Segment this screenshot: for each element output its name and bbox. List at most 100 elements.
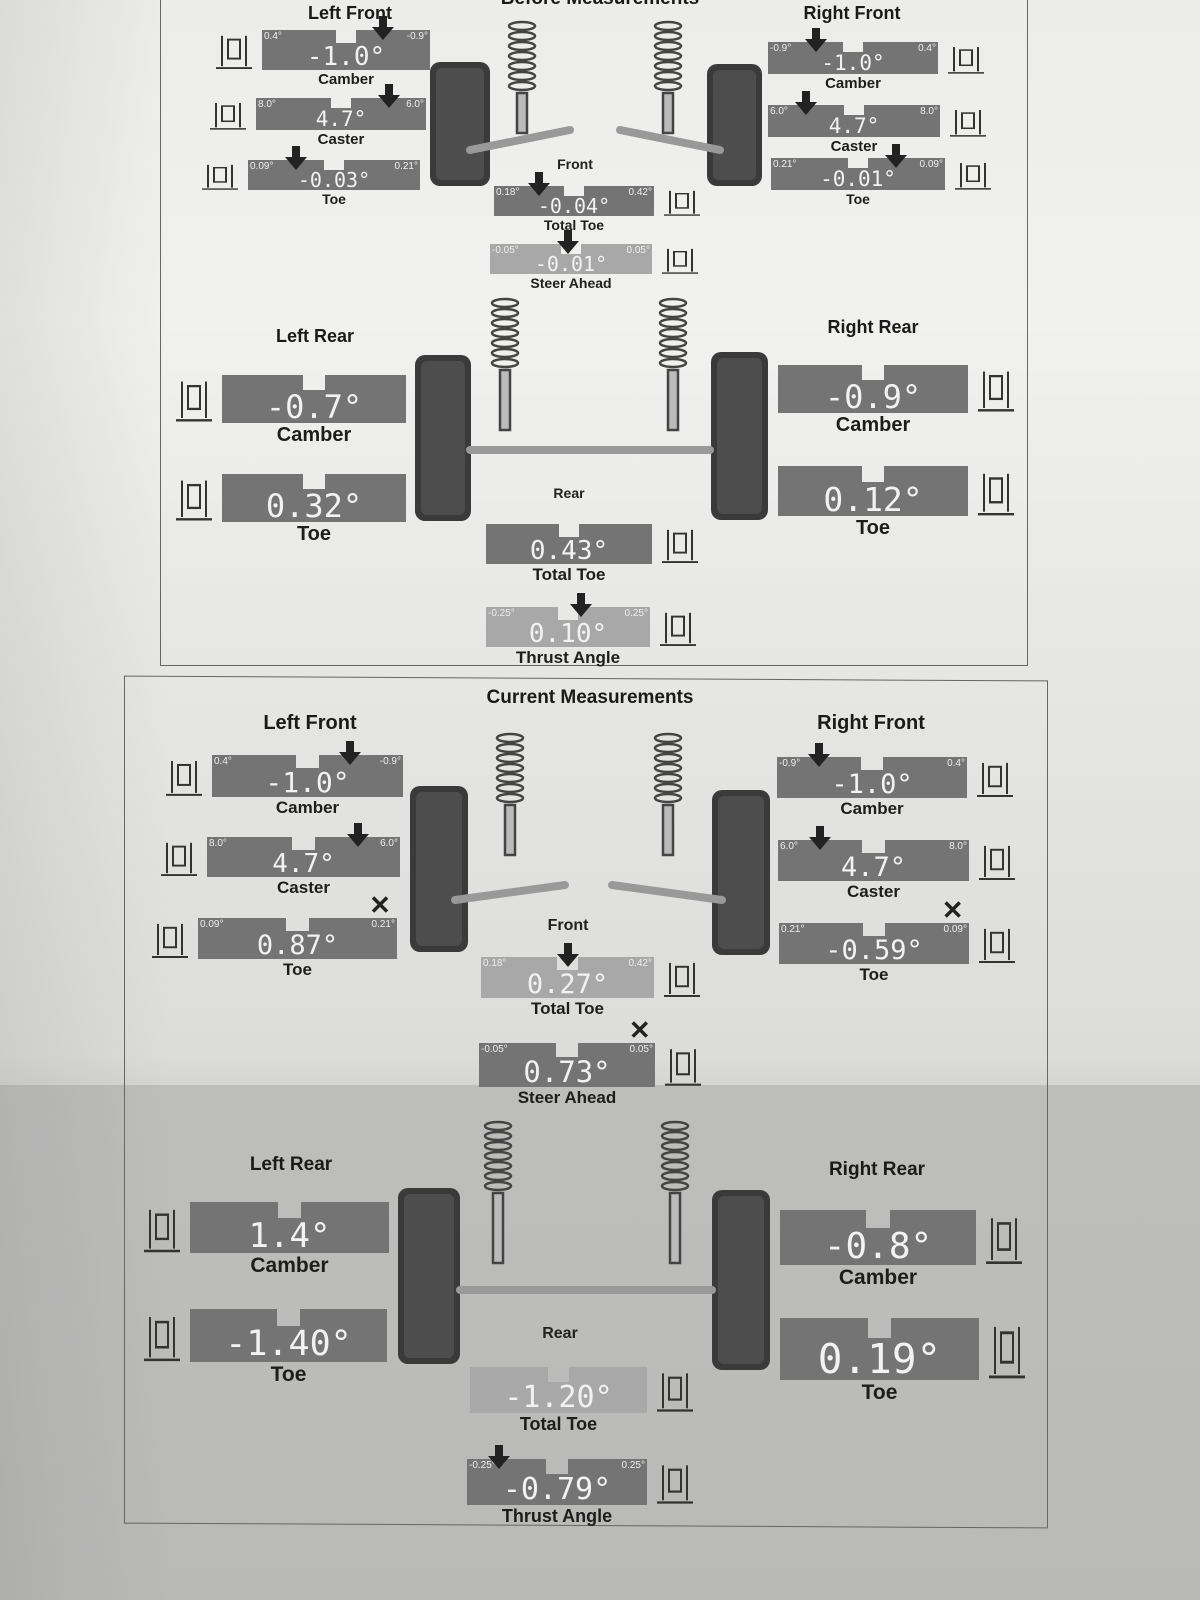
gauge-min: -0.9° xyxy=(779,758,801,769)
before-rr-toe-gauge: 0.12°Toe xyxy=(778,466,1014,539)
gauge-right-step xyxy=(567,1459,647,1475)
gauge-min: 8.0° xyxy=(258,99,276,110)
current-right-front-heading: Right Front xyxy=(817,712,925,734)
indicator-arrow-icon xyxy=(488,1445,511,1469)
gauge-body xyxy=(778,482,968,516)
before-rear-label: Rear xyxy=(553,485,585,501)
gauge-left-step xyxy=(207,837,292,851)
gauge-max: 8.0° xyxy=(920,106,938,117)
before-left-front-heading: Left Front xyxy=(308,3,392,23)
wheel-angle-icon xyxy=(174,476,214,522)
indicator-arrow-icon xyxy=(556,230,579,254)
wheel-angle-icon xyxy=(660,246,700,275)
gauge-value: -0.59° xyxy=(825,935,923,966)
gauge-body xyxy=(778,380,968,413)
gauge-max: 0.09° xyxy=(919,159,943,170)
gauge-value: -0.01° xyxy=(820,167,896,191)
gauge-body xyxy=(190,1325,387,1362)
current-rf-toe-gauge: 0.21°0.09°-0.59°Toe✕ xyxy=(779,895,1015,984)
indicator-arrow-icon xyxy=(338,741,361,765)
wheel-angle-icon xyxy=(948,107,988,137)
gauge-label: Toe xyxy=(861,1381,898,1404)
gauge-label: Camber xyxy=(318,71,374,88)
gauge-body xyxy=(486,619,650,647)
current-left-front-tire xyxy=(410,786,468,952)
gauge-right-step xyxy=(325,474,406,491)
indicator-arrow-icon xyxy=(371,16,394,40)
gauge-label: Caster xyxy=(830,138,878,155)
indicator-arrow-icon xyxy=(527,172,550,196)
gauge-min: 0.21° xyxy=(781,924,805,935)
current-left-front-strut xyxy=(495,732,525,857)
gauge-left-step xyxy=(778,365,862,382)
indicator-arrow-icon xyxy=(377,84,400,108)
wheel-angle-icon xyxy=(662,959,702,998)
gauge-label: Toe xyxy=(322,191,346,207)
gauge-min: 0.18° xyxy=(496,187,520,198)
wheel-angle-icon xyxy=(946,44,986,74)
wheel-angle-icon xyxy=(953,160,993,190)
indicator-arrow-icon xyxy=(285,146,308,170)
before-title: Before Measurements xyxy=(501,0,700,10)
gauge-label: Toe xyxy=(283,960,312,979)
gauge-value: -1.0° xyxy=(821,51,885,75)
current-steer-ahead-gauge: -0.05°0.05°0.73°Steer Ahead✕ xyxy=(479,1015,701,1107)
current-front-total-toe-gauge: 0.18°0.42°0.27°Total Toe xyxy=(481,943,700,1018)
gauge-max: 0.4° xyxy=(947,758,965,769)
gauge-body xyxy=(777,770,967,798)
current-rf-caster-gauge: 6.0°8.0°4.7°Caster xyxy=(778,826,1015,901)
gauge-body xyxy=(212,768,403,797)
gauge-label: Camber xyxy=(835,414,911,436)
out-of-spec-x-icon: ✕ xyxy=(369,890,391,920)
wheel-angle-icon xyxy=(976,469,1016,517)
wheel-angle-icon xyxy=(655,1461,695,1505)
current-thrust-angle-gauge: -0.25°0.25°-0.79°Thrust Angle xyxy=(467,1445,693,1526)
gauge-right-step xyxy=(885,923,969,937)
wheel-angle-icon xyxy=(977,925,1017,964)
before-rf-caster-gauge: 6.0°8.0°4.7°Caster xyxy=(768,91,986,155)
gauge-right-step xyxy=(577,957,654,971)
gauge-left-step xyxy=(198,918,286,932)
gauge-right-step xyxy=(577,1043,655,1058)
wheel-angle-icon xyxy=(663,1045,703,1087)
current-rear-total-toe-gauge: -1.20°Total Toe xyxy=(470,1367,693,1434)
gauge-right-step xyxy=(569,1367,647,1383)
wheel-angle-icon xyxy=(660,526,700,564)
before-rr-camber-gauge: -0.9°Camber xyxy=(778,365,1014,436)
gauge-body xyxy=(248,169,420,190)
gauge-value: -0.04° xyxy=(537,194,611,218)
gauge-body xyxy=(467,1473,647,1505)
wheel-angle-icon xyxy=(150,920,190,959)
gauge-label: Camber xyxy=(250,1254,329,1277)
gauge-value: 0.10° xyxy=(528,619,608,649)
gauge-body xyxy=(771,168,945,190)
gauge-label: Camber xyxy=(838,1266,918,1289)
gauge-left-step xyxy=(771,158,848,169)
before-rf-toe-gauge: 0.21°0.09°-0.01°Toe xyxy=(771,144,991,207)
gauge-max: 6.0° xyxy=(406,99,424,110)
gauge-right-step xyxy=(578,524,652,538)
gauge-max: 6.0° xyxy=(380,838,398,849)
wheel-angle-icon xyxy=(984,1213,1024,1265)
gauge-value: 0.12° xyxy=(823,480,923,519)
gauge-value: 0.43° xyxy=(529,536,609,566)
gauge-label: Total Toe xyxy=(543,217,605,233)
wheel-angle-icon xyxy=(975,759,1015,798)
before-right-rear-heading: Right Rear xyxy=(827,317,919,337)
gauge-min: 0.09° xyxy=(250,161,274,172)
gauge-max: 0.42° xyxy=(628,958,652,969)
gauge-label: Camber xyxy=(276,424,352,446)
wheel-angle-icon xyxy=(208,100,248,130)
gauge-max: -0.9° xyxy=(379,756,401,767)
gauge-body xyxy=(190,1218,389,1253)
gauge-right-step xyxy=(580,244,652,255)
indicator-arrow-icon xyxy=(570,593,593,617)
current-rf-camber-gauge: -0.9°0.4°-1.0°Camber xyxy=(777,743,1013,818)
gauge-min: 0.4° xyxy=(264,31,282,42)
gauge-right-step xyxy=(583,186,654,197)
gauge-right-step xyxy=(863,42,938,53)
gauge-value: 4.7° xyxy=(840,852,907,883)
current-lf-toe-gauge: 0.09°0.21°0.87°Toe✕ xyxy=(152,890,397,979)
before-right-control-arm xyxy=(616,126,724,154)
gauge-right-step xyxy=(325,375,406,392)
